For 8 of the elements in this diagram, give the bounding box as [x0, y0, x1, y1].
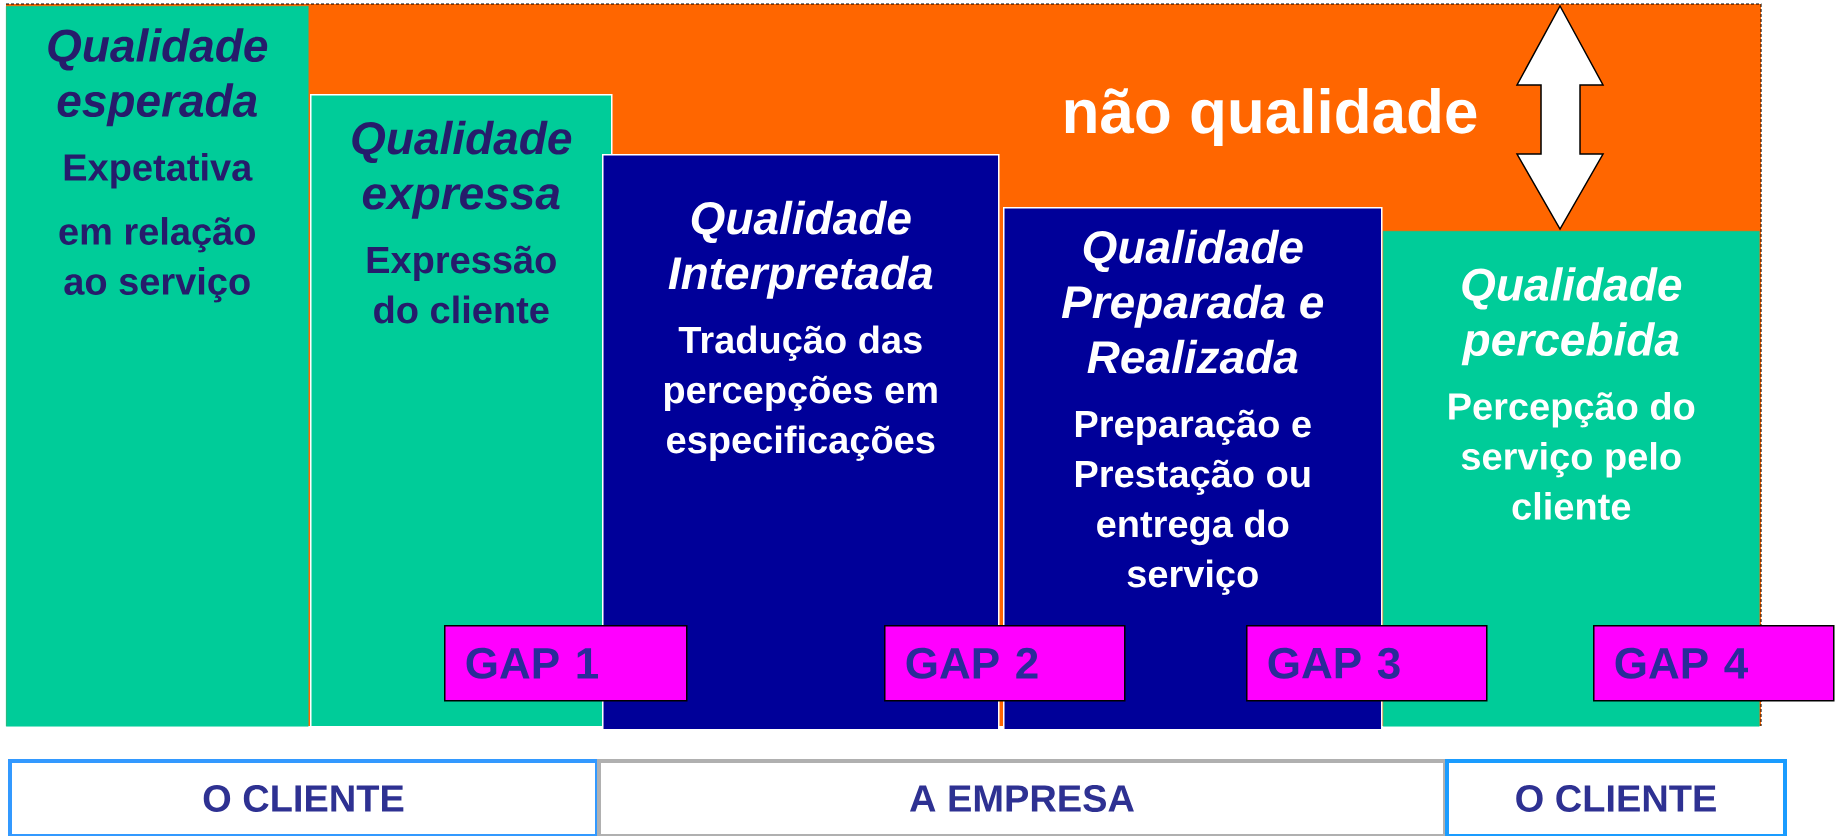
gap-box: GAP 1 [444, 625, 688, 702]
gap-box: GAP 2 [884, 625, 1126, 702]
gap-box: GAP 3 [1246, 625, 1488, 702]
party-bar: O CLIENTE [1445, 759, 1787, 836]
party-bar: A EMPRESA [597, 759, 1447, 836]
party-bar: O CLIENTE [8, 759, 599, 836]
gap-box: GAP 4 [1593, 625, 1835, 702]
quality-box: Qualidade esperada Expetativa em relação ao serviço [6, 6, 309, 727]
